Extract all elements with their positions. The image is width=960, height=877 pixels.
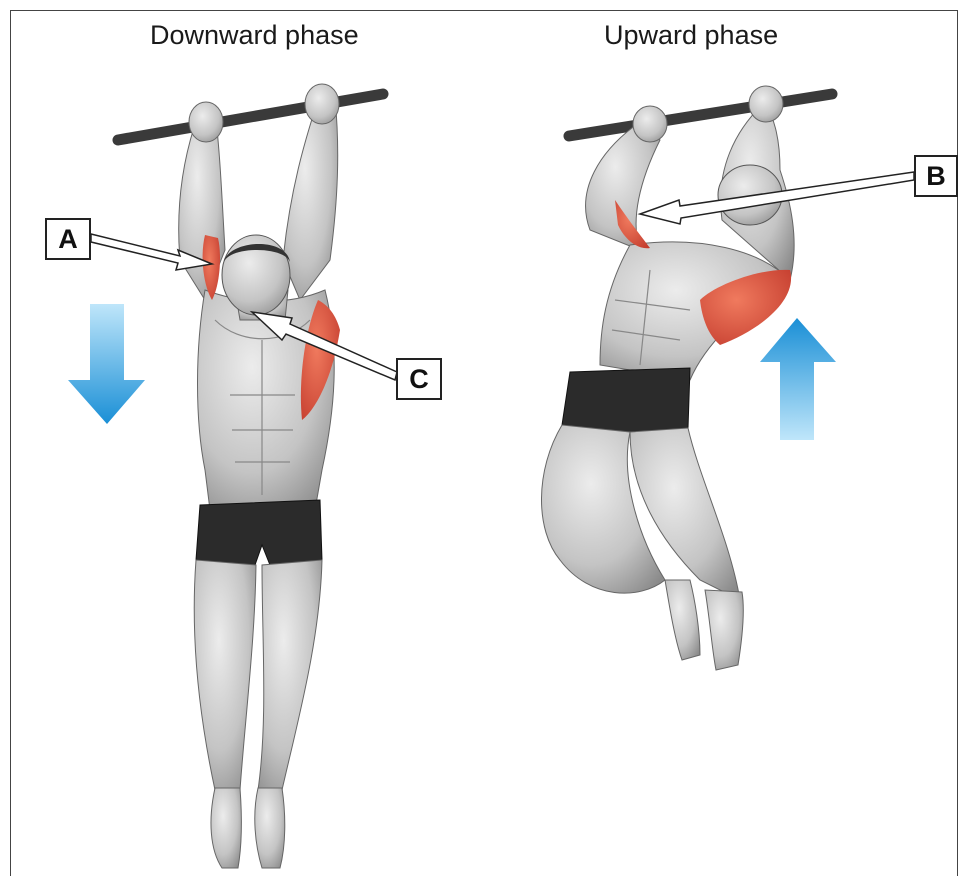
left-figure-shorts bbox=[196, 500, 322, 565]
right-figure-right-hand bbox=[749, 86, 783, 122]
blue-up-arrow-icon bbox=[760, 318, 836, 440]
left-figure-left-hand bbox=[189, 102, 223, 142]
right-figure-left-hand bbox=[633, 106, 667, 142]
left-figure-left-leg bbox=[194, 560, 256, 790]
left-figure-right-hand bbox=[305, 84, 339, 124]
right-figure-shorts bbox=[562, 368, 690, 432]
callout-label-a: A bbox=[45, 218, 91, 260]
pullup-bar-right bbox=[569, 94, 832, 136]
left-figure-left-foot bbox=[211, 788, 241, 868]
right-figure-right-foot bbox=[705, 590, 743, 670]
right-figure-left-foot bbox=[665, 580, 700, 660]
blue-down-arrow-icon bbox=[68, 304, 145, 424]
callout-label-c: C bbox=[396, 358, 442, 400]
left-figure bbox=[118, 84, 383, 868]
left-figure-right-foot bbox=[255, 788, 285, 868]
callout-label-b: B bbox=[914, 155, 958, 197]
left-figure-right-arm bbox=[283, 98, 338, 300]
pullup-bar-left bbox=[118, 94, 383, 140]
left-figure-right-leg bbox=[258, 560, 322, 790]
